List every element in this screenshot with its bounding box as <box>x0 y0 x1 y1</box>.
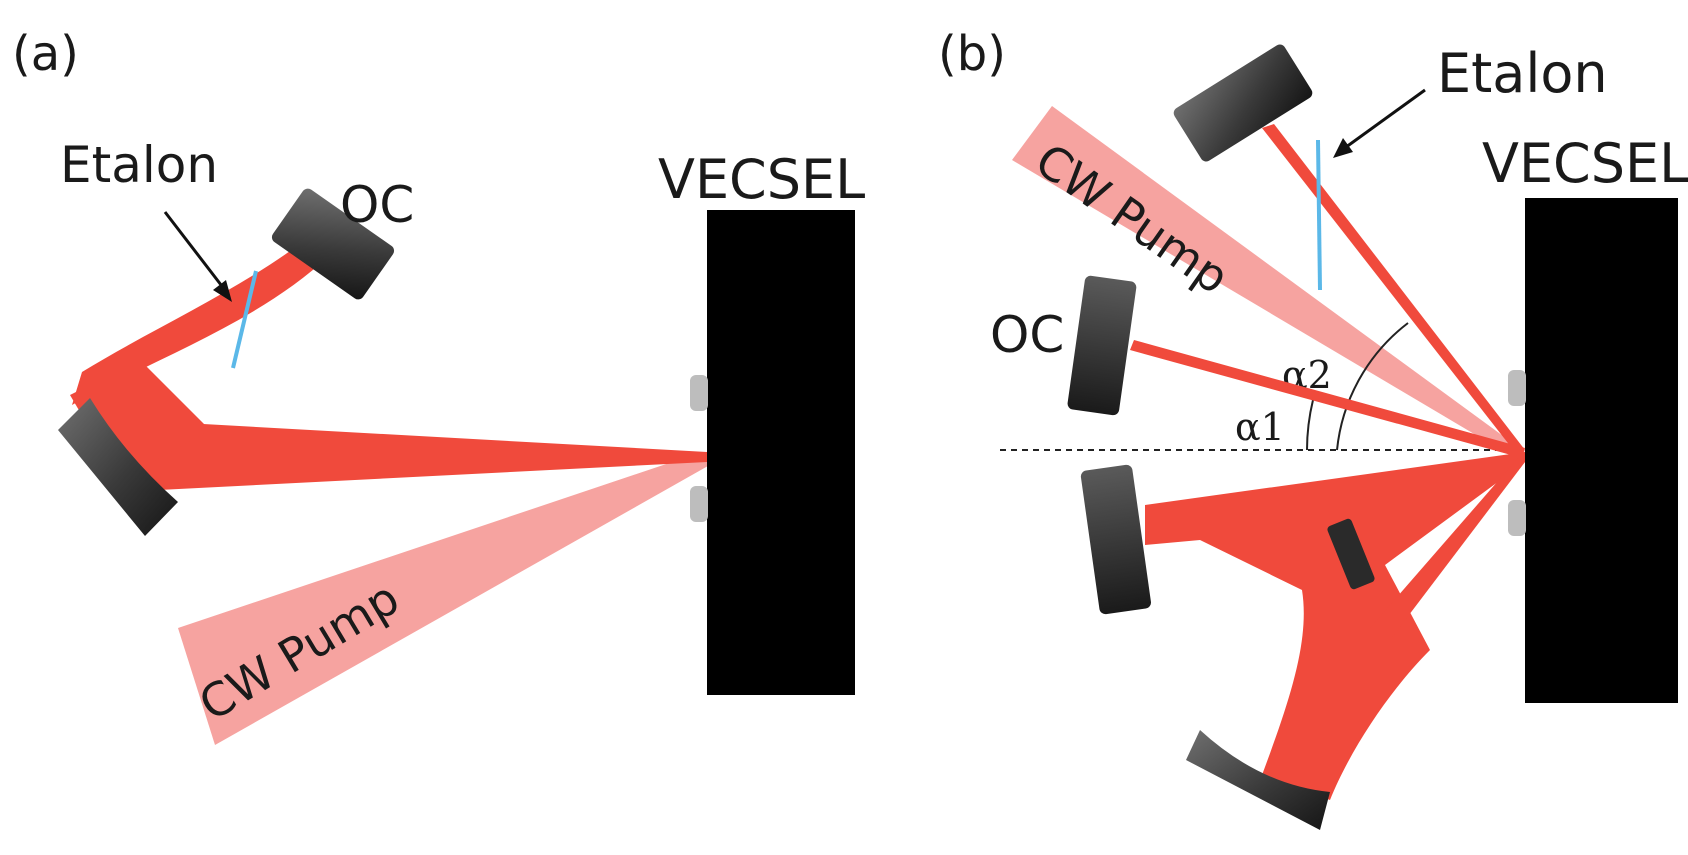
etalon-arrow-b <box>1341 88 1426 152</box>
oc-mirror-a <box>271 188 395 300</box>
etalon-arrow-a <box>163 211 230 295</box>
vecsel-chip-b <box>1525 198 1678 703</box>
heatsink-clip-a-2 <box>690 486 708 522</box>
etalon-label-b: Etalon <box>1437 42 1608 105</box>
curved-mirror-a <box>58 398 178 536</box>
panel-b: (b) CW Pump α1 α2 Etalon OC <box>938 26 1688 830</box>
lower-mirror-b <box>1080 464 1151 615</box>
etalon-arrowhead-b <box>1333 138 1353 158</box>
heatsink-clip-b-1 <box>1508 370 1526 406</box>
small-mirror-b <box>1327 518 1375 590</box>
vecsel-chip-a <box>707 210 855 695</box>
heatsink-clip-b-2 <box>1508 500 1526 536</box>
panel-b-label: (b) <box>938 26 1006 82</box>
oc-mirror-b <box>1067 275 1137 416</box>
etalon-b <box>1316 139 1322 291</box>
laser-arm-b-etalon <box>1262 124 1525 456</box>
top-mirror-b <box>1173 44 1313 162</box>
laser-arm-b-lower <box>1145 452 1525 800</box>
etalon-arrowhead-a <box>213 280 232 302</box>
laser-beam-a-long <box>95 418 707 492</box>
angle-arc-alpha1 <box>1306 399 1314 451</box>
heatsink-clip-a-1 <box>690 375 708 411</box>
etalon-a <box>231 270 258 369</box>
etalon-label-a: Etalon <box>60 136 218 194</box>
panel-a: (a) CW Pump Etalon OC VECSEL <box>12 26 865 745</box>
vecsel-label-a: VECSEL <box>658 148 865 211</box>
alpha1-label: α1 <box>1235 405 1285 449</box>
pump-beam-a <box>178 452 715 745</box>
vecsel-label-b: VECSEL <box>1482 132 1688 195</box>
angle-arc-alpha2 <box>1336 322 1409 451</box>
laser-arm-b-return <box>1370 458 1525 640</box>
laser-arm-b-oc <box>1130 340 1525 458</box>
panel-a-label: (a) <box>12 26 79 82</box>
curved-mirror-b <box>1186 730 1330 830</box>
pump-beam-b <box>1012 106 1525 460</box>
oc-label-a: OC <box>340 176 414 234</box>
oc-label-b: OC <box>990 306 1064 364</box>
